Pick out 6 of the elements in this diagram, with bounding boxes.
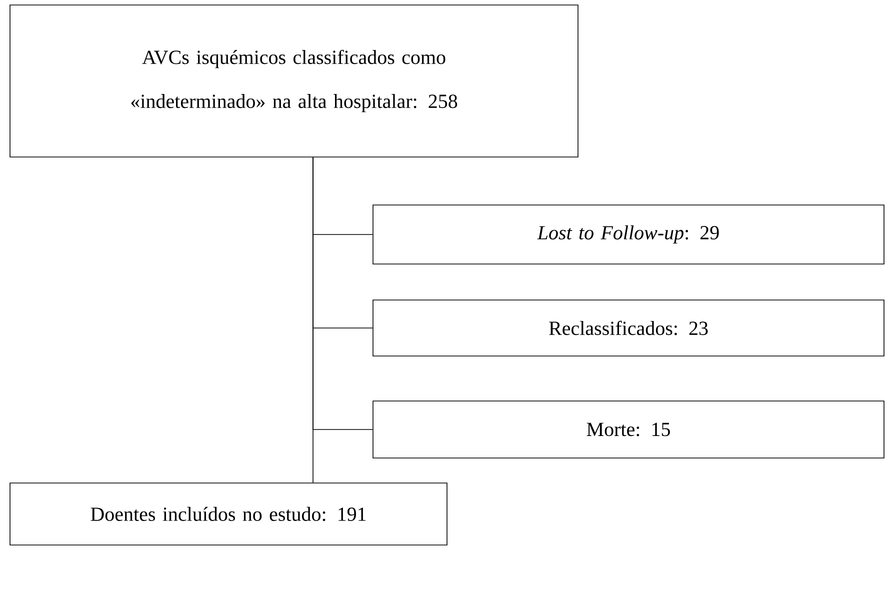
text-box: Doentes incluídos no estudo: 191	[10, 482, 448, 546]
text-box: AVCs isquémicos classificados como «indeterminado» na alta hospitalar: 258	[10, 4, 578, 158]
text-box: Morte: 15	[372, 400, 884, 458]
text-box: Lost to Follow-up: 29	[372, 204, 884, 264]
text-box: Reclassificados: 23	[372, 300, 884, 356]
connector-line	[312, 156, 373, 430]
